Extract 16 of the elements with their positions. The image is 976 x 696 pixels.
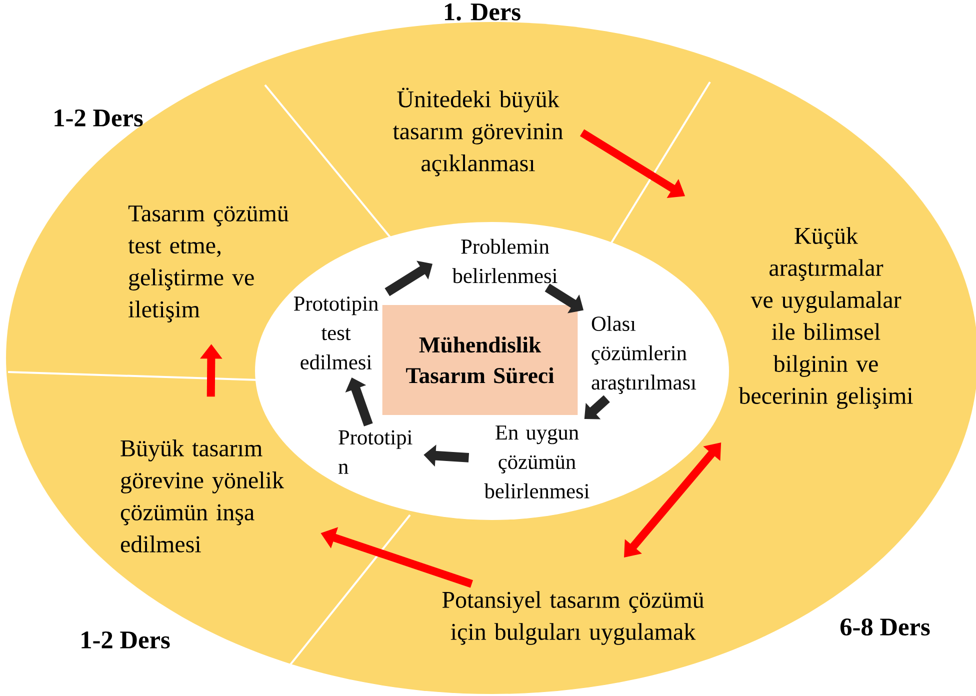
segment-text: Potansiyel tasarım çözümü için bulguları uygulamak xyxy=(442,591,704,645)
duration-label: 1. Ders xyxy=(445,3,520,21)
block-arrow xyxy=(384,260,432,296)
duration-label: 6-8 Ders xyxy=(840,618,930,636)
step-text: En uygun çözümün belirlenmesi xyxy=(484,426,590,498)
step-text: Olası çözümlerin araştırılması xyxy=(592,316,696,394)
segment-text: Küçük araştırmalar ve uygulamalar ile bilimsel bilginin ve becerinin gelişimi xyxy=(738,227,913,409)
duration-label: 1-2 Ders xyxy=(82,631,170,648)
segment-text: Ünitedeki büyük tasarım görevinin açıklanması xyxy=(392,88,563,176)
title-box: Mühendislik Tasarım Süreci xyxy=(382,305,578,415)
duration-label: 1-2 Ders xyxy=(54,110,143,127)
step-text: Prototipin test edilmesi xyxy=(294,296,378,370)
step-text: Prototipi n xyxy=(338,430,412,474)
segment-text: Büyük tasarım görevine yönelik çözümün inşa edilmesi xyxy=(120,440,284,552)
step-text: Problemin belirlenmesi xyxy=(452,238,558,284)
segment-text: Tasarım çözümü test etme, geliştirme ve iletişim xyxy=(128,206,289,322)
